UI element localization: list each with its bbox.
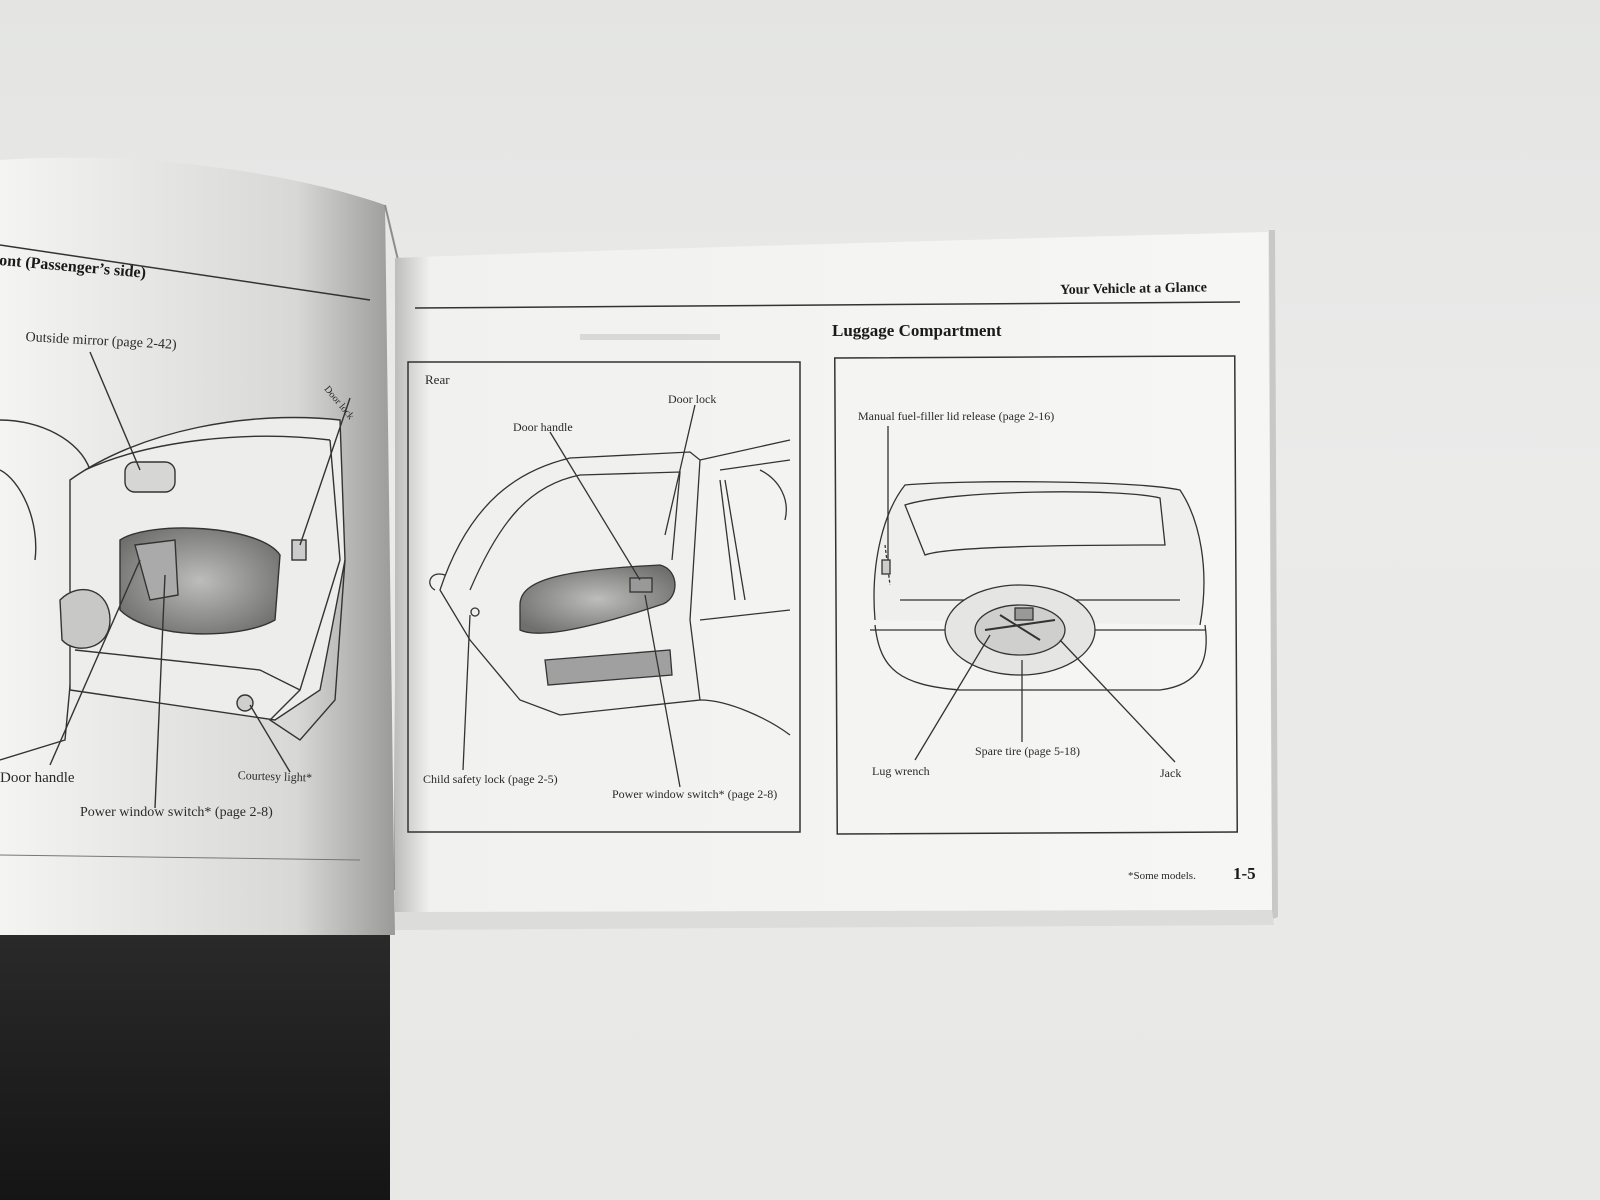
luggage-panel-frame [834,355,1238,835]
callout-door-lock: Door lock [668,392,717,406]
section-title: Luggage Compartment [832,321,1002,340]
callout-jack: Jack [1160,766,1182,780]
footnote: *Some models. [1128,870,1196,882]
front-door-drawing [0,351,351,809]
callout-power-window: Power window switch* (page 2-8) [612,787,778,801]
callout-courtesy-light: Courtesy light* [237,768,313,785]
page-number: 1-5 [1233,864,1256,883]
rear-door-drawing [429,404,791,788]
running-header: Your Vehicle at a Glance [1060,280,1207,298]
callout-power-window-left: Power window switch* (page 2-8) [80,805,273,820]
trunk-drawing [870,426,1207,763]
callout-spare-tire: Spare tire (page 5-18) [975,744,1080,758]
right-page [395,232,1272,915]
rear-panel-frame [407,361,801,833]
table-shadow [0,930,390,1200]
callout-door-handle-left: Door handle [0,770,75,786]
callout-lug-wrench: Lug wrench [872,764,930,778]
bleed-through: ▬▬▬▬▬▬▬ [580,323,720,345]
callout-child-safety-lock: Child safety lock (page 2-5) [423,772,558,786]
callout-door-handle: Door handle [513,420,573,434]
rear-panel-title: Rear [425,372,450,387]
callout-fuel-filler: Manual fuel-filler lid release (page 2-1… [858,409,1055,423]
